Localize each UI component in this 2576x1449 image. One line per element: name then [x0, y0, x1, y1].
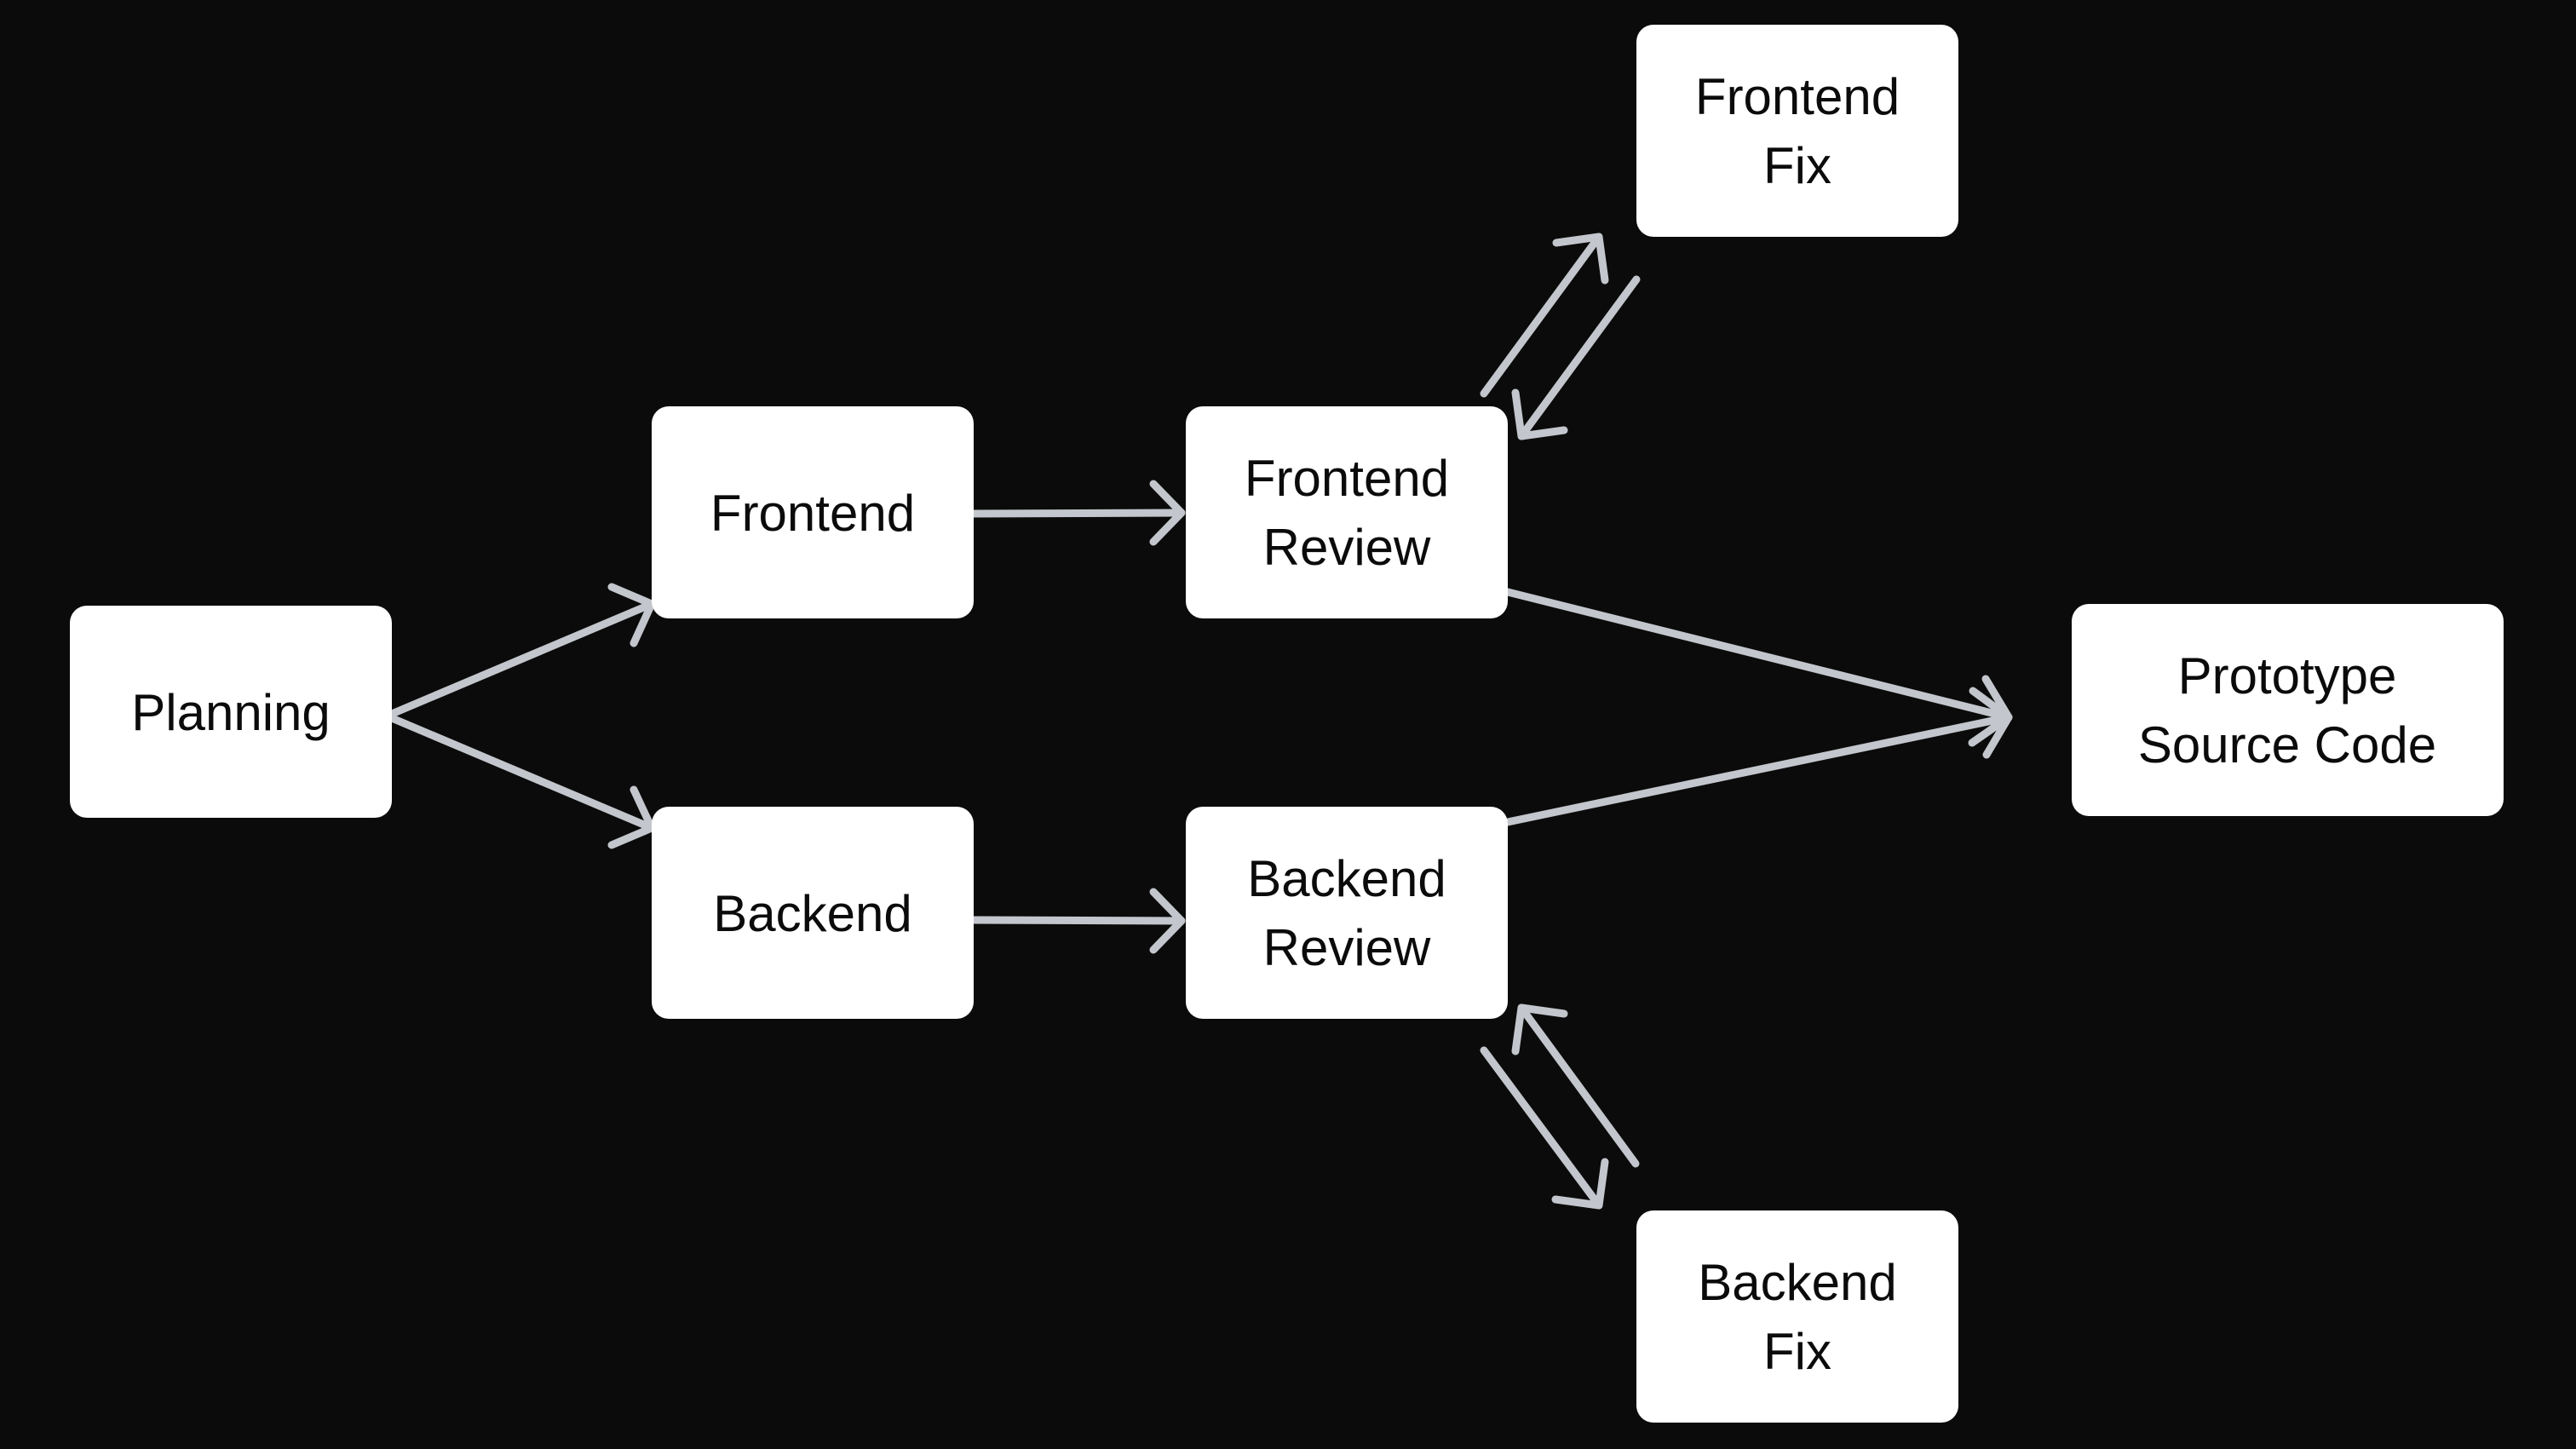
node-frontend: Frontend — [652, 406, 974, 618]
arrow-frontend-to-frontend-review — [969, 480, 1186, 546]
node-backend-fix-label-2: Fix — [1763, 1323, 1831, 1380]
node-prototype-source-code-label-1: Prototype — [2178, 647, 2397, 704]
node-prototype-source-code-label-2: Source Code — [2138, 716, 2436, 773]
node-backend-fix-box — [1636, 1210, 1958, 1423]
arrow-planning-to-frontend — [388, 583, 656, 718]
node-frontend-review: Frontend Review — [1186, 406, 1508, 618]
node-frontend-review-label-1: Frontend — [1245, 450, 1449, 507]
node-planning-label-1: Planning — [131, 684, 331, 741]
node-backend-box — [652, 807, 974, 1019]
node-prototype-source-code-box — [2072, 604, 2504, 816]
arrow-backend-review-to-backend-fix — [1480, 1046, 1609, 1210]
node-frontend-review-box — [1186, 406, 1508, 618]
node-frontend-fix-label-1: Frontend — [1695, 68, 1900, 125]
node-frontend-box — [652, 406, 974, 618]
node-frontend-fix: Frontend Fix — [1636, 25, 1958, 237]
node-backend-review-label-1: Backend — [1247, 850, 1446, 907]
node-backend-review: Backend Review — [1186, 807, 1508, 1019]
node-backend-fix: Backend Fix — [1636, 1210, 1958, 1423]
arrow-planning-to-backend — [388, 714, 656, 849]
node-backend-review-box — [1186, 807, 1508, 1019]
node-backend-fix-label-1: Backend — [1698, 1254, 1897, 1311]
arrow-frontend-review-to-frontend-fix — [1480, 233, 1609, 398]
node-planning-box — [70, 606, 392, 818]
node-prototype-source-code: Prototype Source Code — [2072, 604, 2504, 816]
node-frontend-fix-label-2: Fix — [1763, 137, 1831, 194]
node-frontend-fix-box — [1636, 25, 1958, 237]
node-backend-review-label-2: Review — [1263, 919, 1431, 976]
node-frontend-review-label-2: Review — [1263, 519, 1431, 576]
arrow-backend-review-to-prototype — [1504, 675, 2013, 826]
arrow-frontend-fix-to-frontend-review — [1511, 275, 1641, 440]
node-planning: Planning — [70, 606, 392, 818]
node-frontend-label-1: Frontend — [710, 485, 915, 542]
arrows — [388, 233, 2013, 1210]
arrow-backend-to-backend-review — [969, 888, 1186, 954]
arrow-backend-fix-to-backend-review — [1511, 1003, 1640, 1168]
node-backend: Backend — [652, 807, 974, 1019]
node-backend-label-1: Backend — [713, 885, 912, 942]
